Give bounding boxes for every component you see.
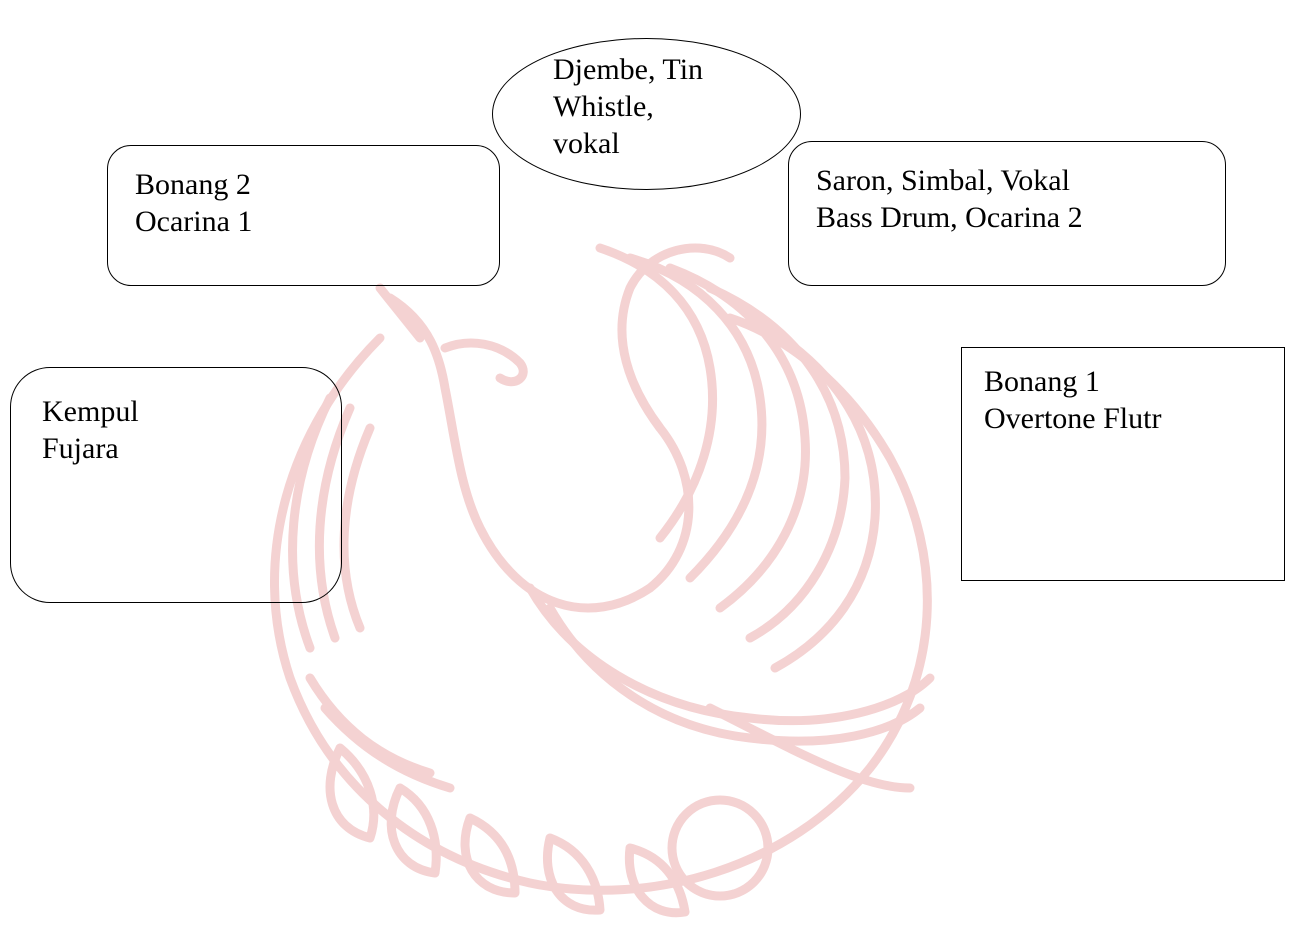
phoenix-watermark-icon <box>270 243 935 918</box>
node-text-line: Kempul <box>42 395 139 428</box>
node-text-line: Bass Drum, Ocarina 2 <box>816 201 1083 234</box>
node-text-line: Bonang 2 <box>135 168 251 201</box>
diagram-node-djembe: Djembe, Tin Whistle, vokal <box>492 38 801 190</box>
node-text-line: Whistle, <box>553 90 654 123</box>
node-text-line: Saron, Simbal, Vokal <box>816 164 1070 197</box>
node-text-line: Bonang 1 <box>984 365 1100 398</box>
diagram-node-kempul: Kempul Fujara <box>10 367 342 603</box>
node-text-line: Fujara <box>42 432 119 465</box>
node-text-line: vokal <box>553 127 620 160</box>
node-text-line: Djembe, Tin <box>553 53 704 86</box>
node-text-line: Overtone Flutr <box>984 402 1162 435</box>
diagram-node-bonang-2: Bonang 2 Ocarina 1 <box>107 145 500 286</box>
node-text-line: Ocarina 1 <box>135 205 253 238</box>
diagram-node-saron: Saron, Simbal, Vokal Bass Drum, Ocarina … <box>788 141 1226 286</box>
diagram-node-bonang-1: Bonang 1 Overtone Flutr <box>961 347 1285 581</box>
